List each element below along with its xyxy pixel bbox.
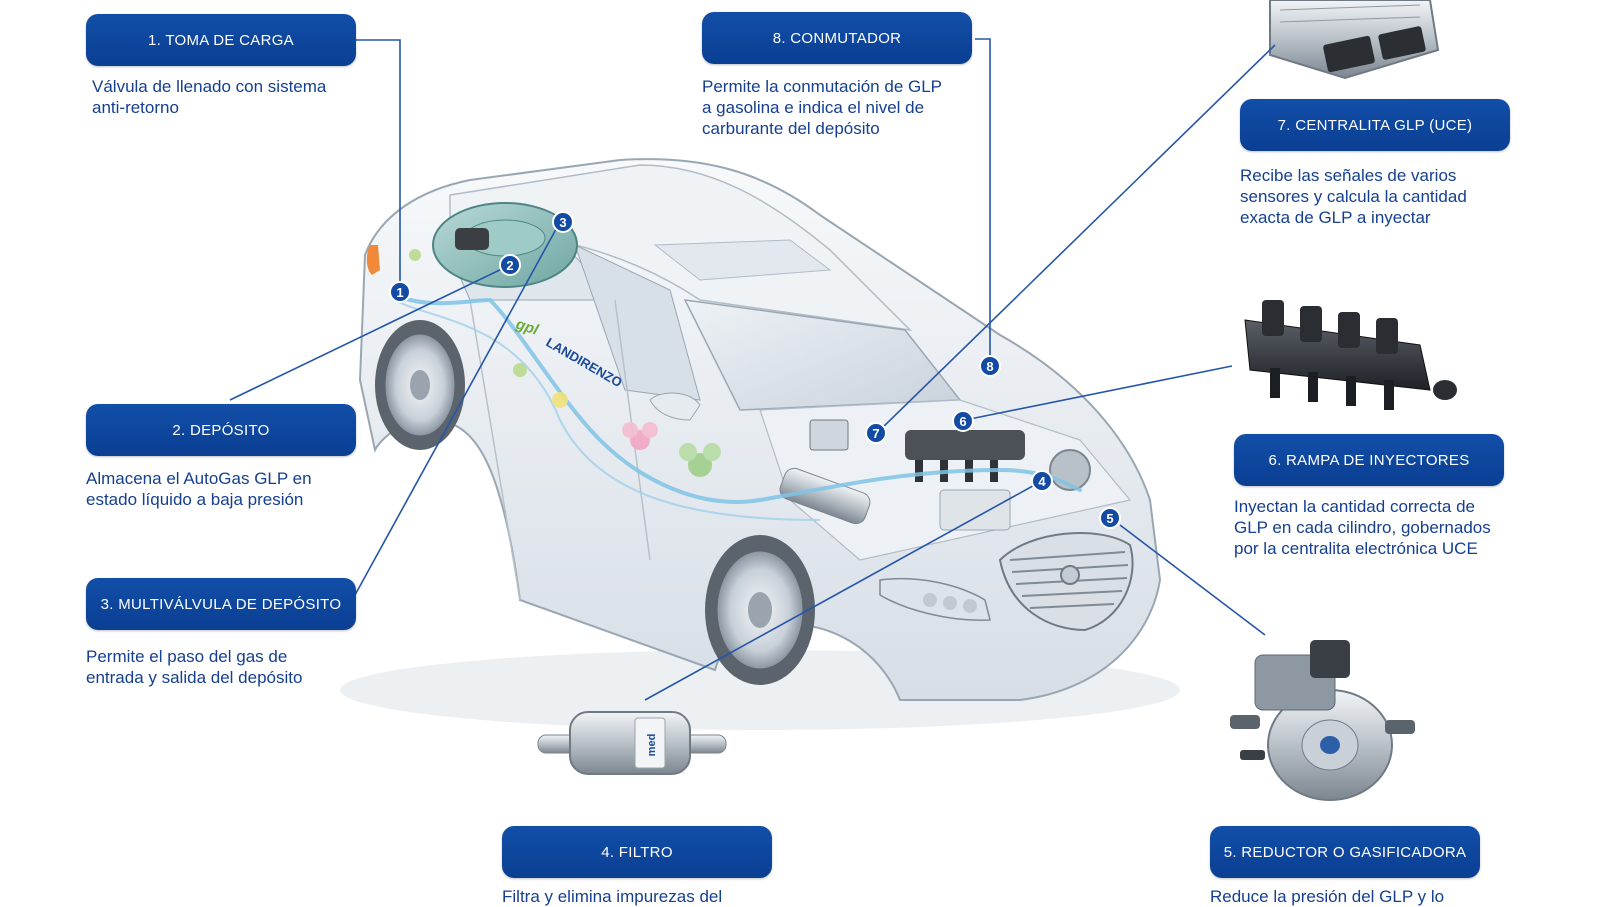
car-brand-gpl: gpl xyxy=(513,315,541,339)
leader-line-2 xyxy=(229,264,511,401)
leader-line-4 xyxy=(644,481,1041,701)
svg-text:3: 3 xyxy=(559,215,566,230)
svg-text:7: 7 xyxy=(872,426,879,441)
car-illustration: gpl LANDIRENZO xyxy=(340,158,1180,730)
svg-text:6: 6 xyxy=(959,414,966,429)
label-multivalvula: 3. MULTIVÁLVULA DE DEPÓSITO xyxy=(86,578,356,630)
leader-lines xyxy=(229,38,1276,701)
desc-reductor: Reduce la presión del GLP y lo xyxy=(1210,887,1445,906)
label-rampa-inyectores: 6. RAMPA DE INYECTORES xyxy=(1234,434,1504,486)
svg-text:4: 4 xyxy=(1038,474,1046,489)
svg-text:8: 8 xyxy=(986,359,993,374)
marker-4: 4 xyxy=(1031,470,1053,492)
desc-conmutador: Permite la conmutación de GLP a gasolina… xyxy=(702,77,943,138)
desc-deposito: Almacena el AutoGas GLP en estado líquid… xyxy=(86,469,312,509)
ecu-image xyxy=(1269,0,1440,80)
leader-line-3 xyxy=(354,221,561,596)
leader-line-5 xyxy=(1119,524,1266,636)
marker-3: 3 xyxy=(552,211,574,233)
marker-5: 5 xyxy=(1099,507,1121,529)
filter-brand: med xyxy=(646,734,658,757)
desc-multivalvula: Permite el paso del gas de entrada y sal… xyxy=(86,647,303,687)
label-centralita: 7. CENTRALITA GLP (UCE) xyxy=(1240,99,1510,151)
desc-filtro: Filtra y elimina impurezas del xyxy=(502,887,723,906)
label-reductor: 5. REDUCTOR O GASIFICADORA xyxy=(1210,826,1480,878)
svg-text:1: 1 xyxy=(396,285,403,300)
marker-1: 1 xyxy=(389,281,411,303)
marker-8: 8 xyxy=(979,355,1001,377)
label-deposito: 2. DEPÓSITO xyxy=(86,404,356,456)
marker-6: 6 xyxy=(952,410,974,432)
marker-2: 2 xyxy=(499,254,521,276)
label-conmutador: 8. CONMUTADOR xyxy=(702,12,972,64)
leader-line-1 xyxy=(350,39,401,290)
leader-line-6 xyxy=(964,365,1233,421)
label-filtro: 4. FILTRO xyxy=(502,826,772,878)
svg-text:5: 5 xyxy=(1106,511,1113,526)
desc-centralita: Recibe las señales de varios sensores y … xyxy=(1240,166,1467,227)
desc-rampa-inyectores: Inyectan la cantidad correcta de GLP en … xyxy=(1234,497,1491,558)
marker-7: 7 xyxy=(865,422,887,444)
leader-line-8 xyxy=(975,38,991,365)
injector-rail-image xyxy=(1244,300,1457,410)
desc-toma-de-carga: Válvula de llenado con sistema anti-reto… xyxy=(92,77,327,117)
reducer-image xyxy=(1230,640,1415,801)
leader-line-7 xyxy=(879,44,1276,431)
filter-image: med xyxy=(537,711,727,775)
label-toma-de-carga: 1. TOMA DE CARGA xyxy=(86,14,356,66)
svg-text:2: 2 xyxy=(506,258,513,273)
